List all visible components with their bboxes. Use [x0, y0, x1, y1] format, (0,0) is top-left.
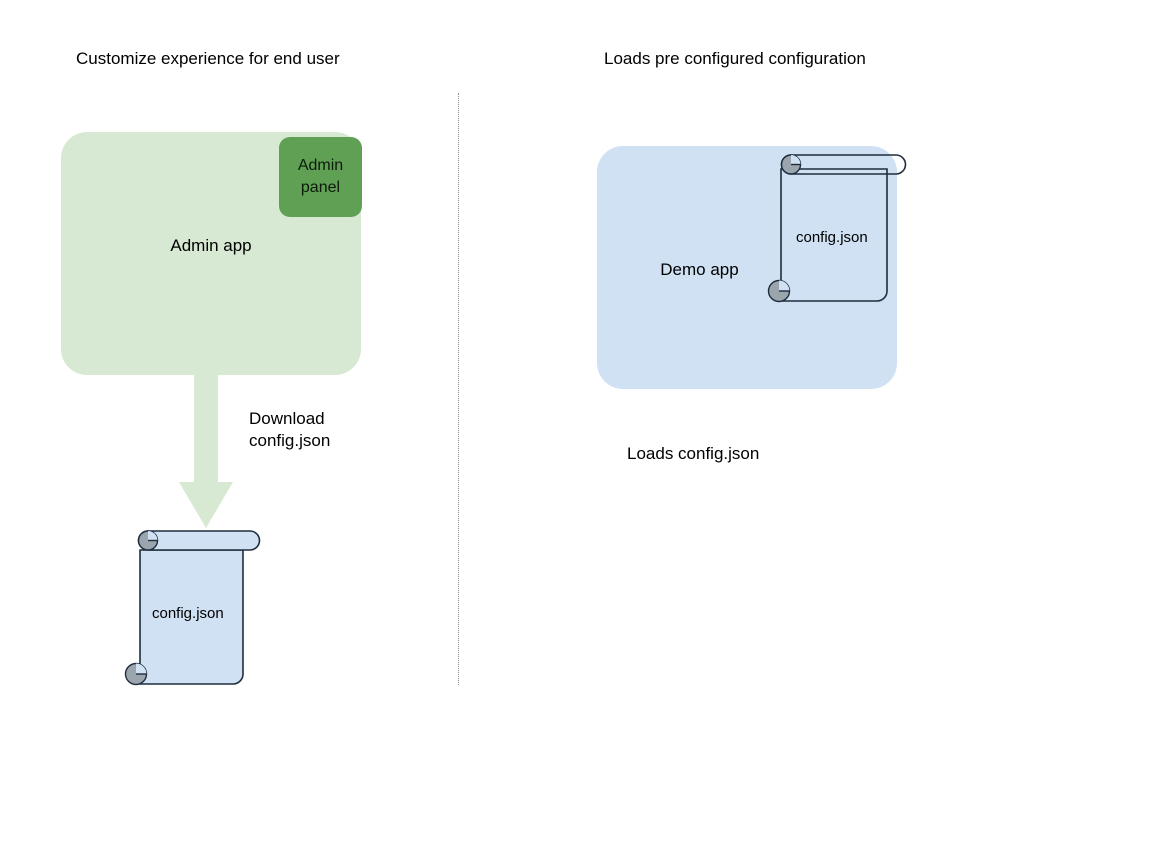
demo-app-label: Demo app	[660, 260, 739, 279]
admin-app-label: Admin app	[170, 236, 252, 255]
admin-panel-label-line1: Admin	[297, 157, 344, 174]
config-file-label-right: config.json	[796, 229, 868, 246]
admin-panel-box[interactable]: Admin panel	[279, 137, 362, 217]
admin-panel-label: Admin panel	[298, 155, 343, 199]
download-arrow-label-line1: Download	[249, 409, 325, 428]
config-file-document-icon-right	[767, 154, 907, 303]
loads-config-caption: Loads config.json	[627, 444, 760, 463]
admin-panel-label-line2: panel	[300, 179, 341, 196]
vertical-divider	[458, 93, 459, 685]
config-file-label-left: config.json	[152, 605, 224, 622]
admin-app-box: Admin app Admin panel	[61, 132, 362, 375]
heading-left: Customize experience for end user	[76, 49, 340, 68]
download-arrow-label: Download config.json	[249, 408, 330, 452]
download-arrow-icon	[179, 372, 233, 528]
config-file-document-icon-left	[124, 530, 261, 686]
download-arrow-label-line2: config.json	[249, 431, 331, 450]
heading-right: Loads pre configured configuration	[604, 49, 866, 68]
demo-app-box	[597, 146, 897, 389]
